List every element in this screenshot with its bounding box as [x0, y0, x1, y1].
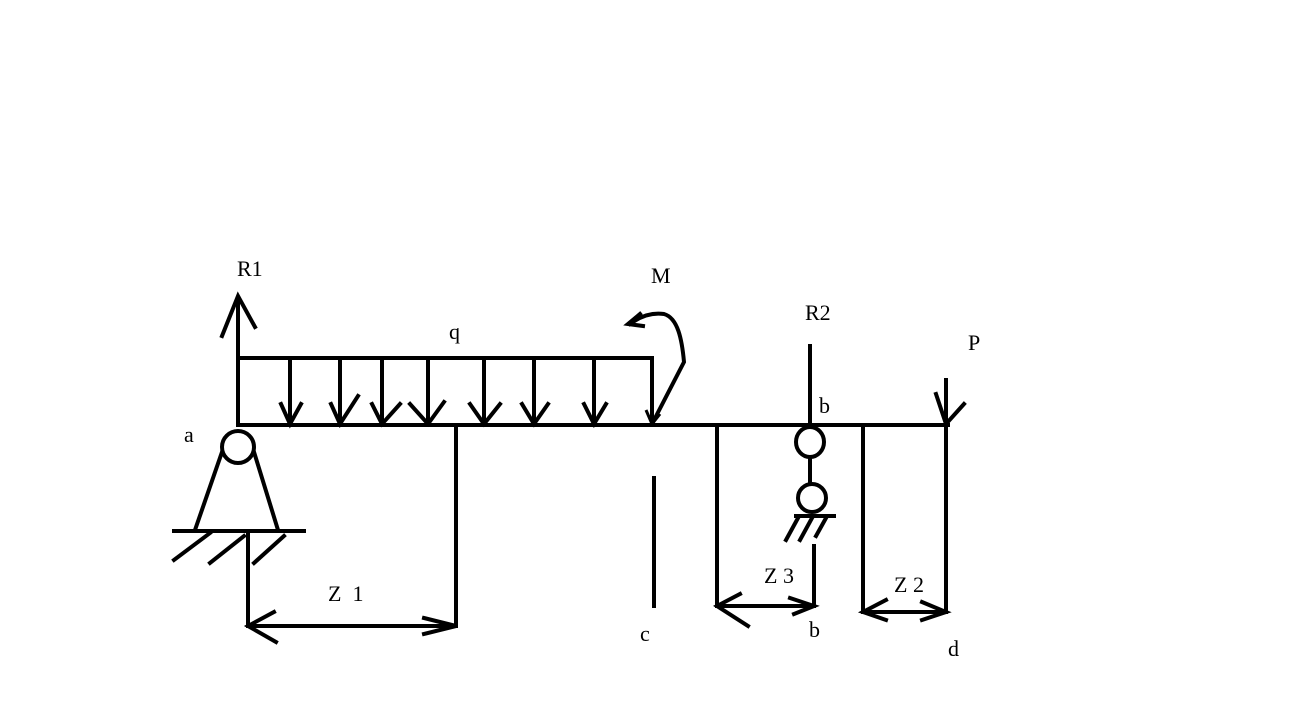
reaction-r1-arrow [219, 291, 258, 427]
label-z3: Z 3 [764, 563, 794, 588]
label-point-d: d [948, 636, 959, 661]
distributed-load-q [236, 356, 654, 429]
ground-hatch [171, 530, 213, 563]
support-roller-circle [220, 429, 256, 465]
ground-hatch [783, 515, 801, 543]
dimension-z2 [857, 423, 952, 623]
load-arrow [407, 356, 447, 428]
load-arrow [328, 356, 361, 429]
point-load-p-arrow [933, 378, 967, 428]
dimension-z1 [243, 423, 458, 645]
label-point-b-bottom: b [809, 617, 820, 642]
roller-support-b [783, 344, 836, 608]
ground-hatch [251, 533, 287, 566]
ground-hatch [813, 515, 829, 539]
dimension-z3 [713, 423, 820, 629]
pin-support-a [171, 429, 306, 566]
load-arrow [519, 356, 551, 428]
label-q: q [449, 319, 460, 344]
label-m: M [651, 263, 671, 288]
label-z1: Z 1 [328, 581, 363, 606]
load-arrow [581, 356, 609, 429]
label-point-b-top: b [819, 393, 830, 418]
support-roller-circle [794, 425, 826, 459]
load-arrow [467, 356, 503, 428]
load-arrow [369, 356, 403, 428]
label-point-a: a [184, 422, 194, 447]
label-z2: Z 2 [894, 572, 924, 597]
support-roller-circle [796, 482, 828, 514]
label-r2: R2 [805, 300, 831, 325]
load-arrow [278, 356, 304, 429]
label-point-c: c [640, 621, 650, 646]
ground-hatch [207, 533, 247, 566]
label-r1: R1 [237, 256, 263, 281]
moment-m-arrow [623, 311, 687, 427]
label-p: P [968, 330, 980, 355]
ground-hatch [797, 515, 815, 543]
